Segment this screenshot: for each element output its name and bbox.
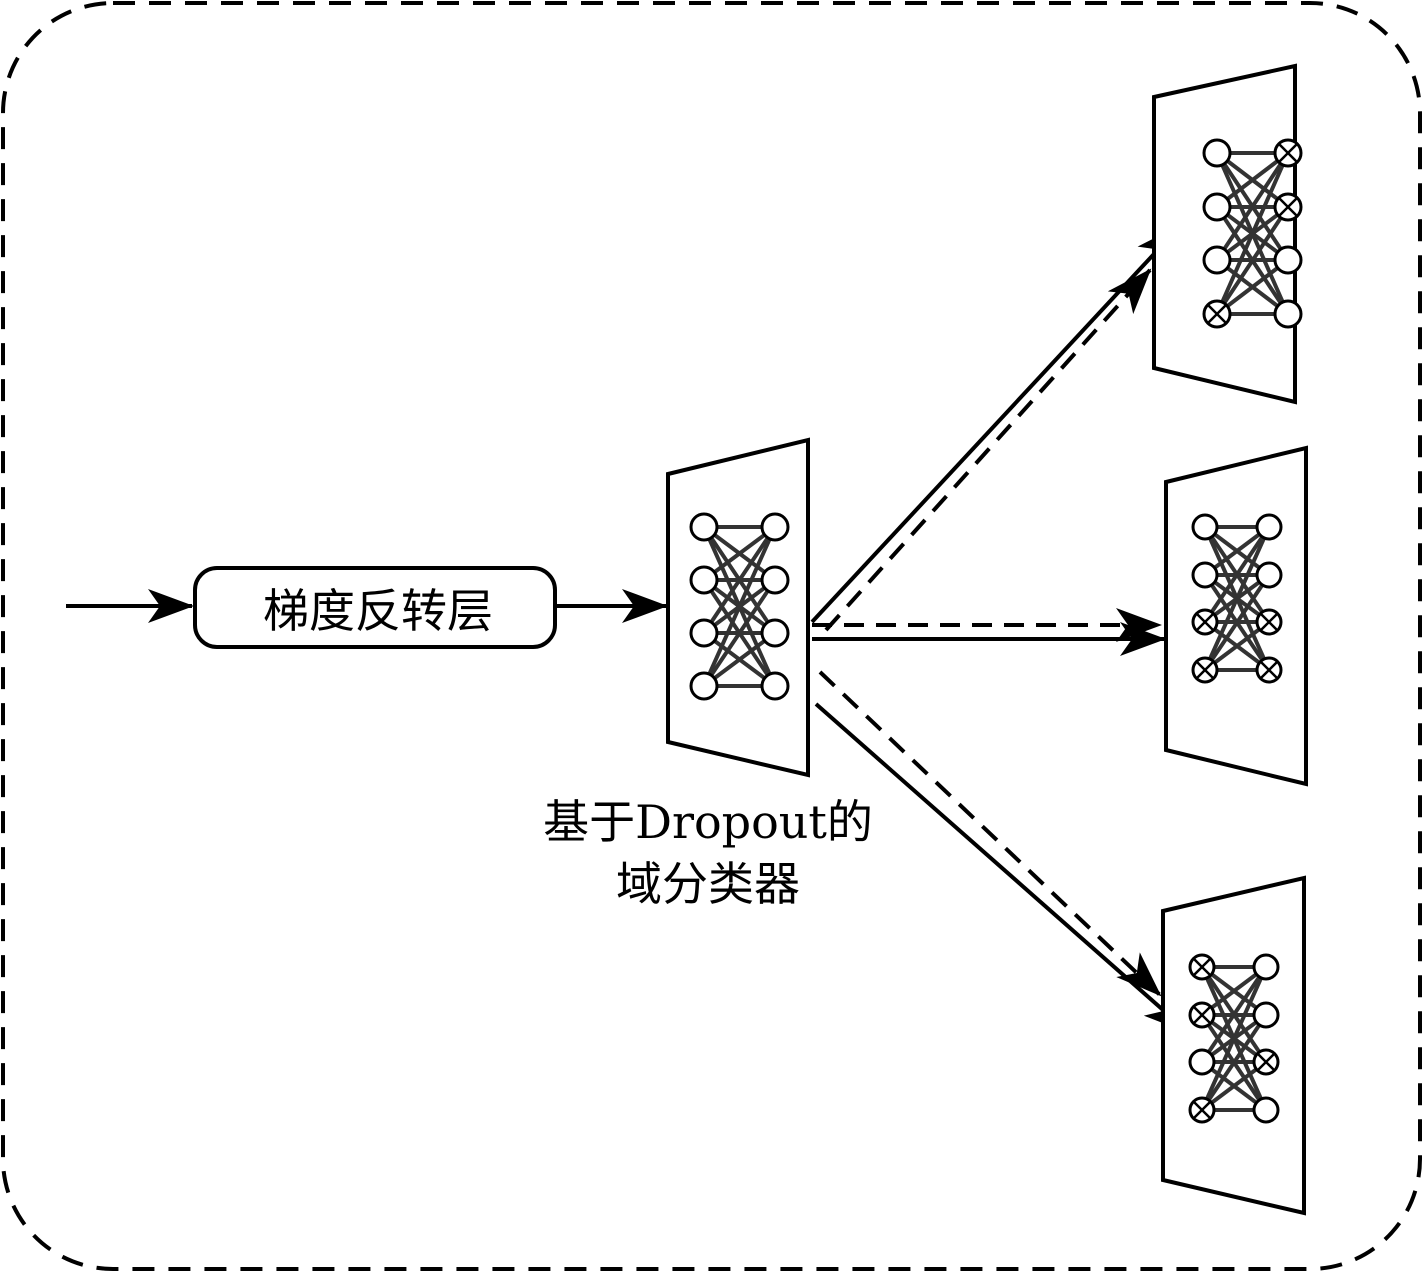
neuron-node <box>1255 513 1283 541</box>
dropped-neuron-icon <box>1273 138 1303 168</box>
network-edge <box>1215 152 1290 315</box>
middle-dropout-network-trapezoid <box>1164 445 1308 787</box>
network-edge <box>702 525 777 582</box>
dropped-neuron-icon <box>1188 1096 1216 1124</box>
arrow-to-bottom-dashed <box>818 670 1162 997</box>
gradient-reversal-layer-box: 梯度反转层 <box>193 566 557 649</box>
arrow-to-top-solid <box>810 224 1182 624</box>
neuron-node <box>689 512 719 542</box>
domain-classifier-network <box>689 512 790 701</box>
dropped-neuron-icon <box>1255 608 1283 636</box>
middle-dropout-network <box>1191 513 1283 684</box>
neuron-node <box>689 565 719 595</box>
network-edge <box>1203 525 1271 624</box>
neuron-node <box>760 671 790 701</box>
neuron-node <box>689 671 719 701</box>
classifier-caption-line1: 基于Dropout的 <box>543 795 873 849</box>
neuron-node <box>689 618 719 648</box>
network-edge <box>702 578 777 688</box>
network-edge <box>1200 965 1268 1064</box>
bottom-dropout-network <box>1188 953 1280 1124</box>
network-edge <box>702 526 777 687</box>
neuron-node <box>1202 245 1232 275</box>
network-edge <box>1203 526 1271 671</box>
dropped-neuron-icon <box>1255 656 1283 684</box>
dropped-neuron-icon <box>1188 953 1216 981</box>
neuron-node <box>1202 192 1232 222</box>
neuron-node <box>760 565 790 595</box>
network-edge <box>1203 573 1271 672</box>
neuron-node <box>1273 299 1303 329</box>
network-edge <box>1200 966 1268 1111</box>
arrow-to-top-dashed <box>824 268 1152 632</box>
neuron-node <box>1202 138 1232 168</box>
network-edge <box>1215 151 1290 209</box>
neuron-node <box>1191 561 1219 589</box>
network-edge <box>1215 205 1290 316</box>
network-edge <box>1215 258 1290 316</box>
top-dropout-network <box>1202 138 1303 329</box>
network-edge <box>1200 1013 1268 1112</box>
neuron-node <box>1273 245 1303 275</box>
dropped-neuron-icon <box>1202 299 1232 329</box>
dropped-neuron-icon <box>1191 656 1219 684</box>
top-dropout-network-trapezoid <box>1152 63 1297 405</box>
network-edge <box>702 631 777 688</box>
neuron-node <box>1252 1001 1280 1029</box>
dropped-neuron-icon <box>1188 1001 1216 1029</box>
dropped-neuron-icon <box>1252 1048 1280 1076</box>
neuron-node <box>1252 1096 1280 1124</box>
dropped-neuron-icon <box>1191 608 1219 636</box>
neuron-node <box>1188 1048 1216 1076</box>
classifier-caption-line2: 域分类器 <box>616 857 800 911</box>
bottom-dropout-network-trapezoid <box>1161 875 1306 1216</box>
arrow-to-bottom-solid <box>814 702 1190 1034</box>
neuron-node <box>1255 561 1283 589</box>
neuron-node <box>1252 953 1280 981</box>
network-edge <box>1215 151 1290 262</box>
gradient-reversal-layer-label: 梯度反转层 <box>263 584 493 638</box>
network-edge <box>702 525 777 635</box>
dropped-neuron-icon <box>1273 192 1303 222</box>
neuron-node <box>1191 513 1219 541</box>
neuron-node <box>760 618 790 648</box>
neuron-node <box>760 512 790 542</box>
